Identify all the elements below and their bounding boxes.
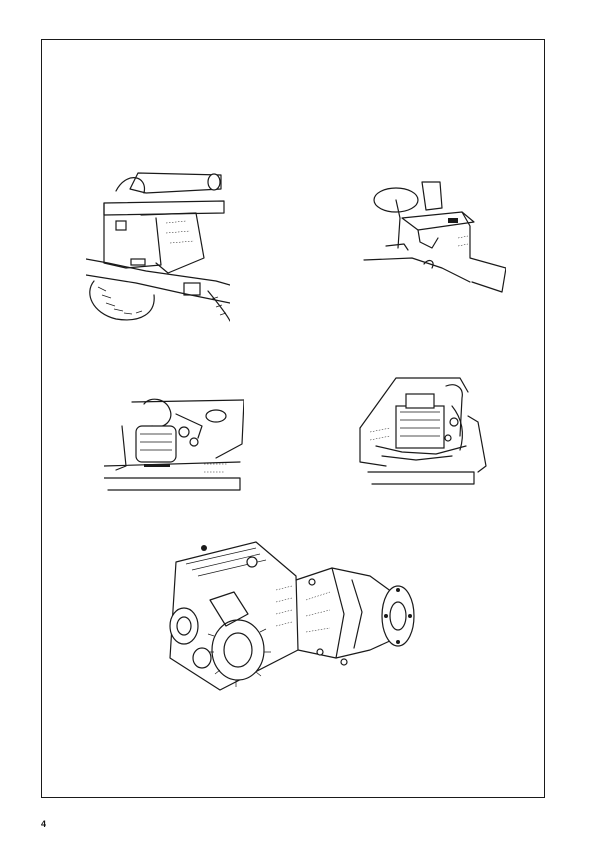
page-border-frame (41, 39, 545, 798)
starter-motor-illustration (104, 396, 244, 492)
transfer-gearbox-illustration (156, 540, 418, 698)
page-number: 4 (41, 819, 47, 829)
loader-arm-illustration (86, 163, 230, 323)
engine-compartment-illustration (356, 376, 490, 488)
steering-column-illustration (362, 178, 506, 296)
